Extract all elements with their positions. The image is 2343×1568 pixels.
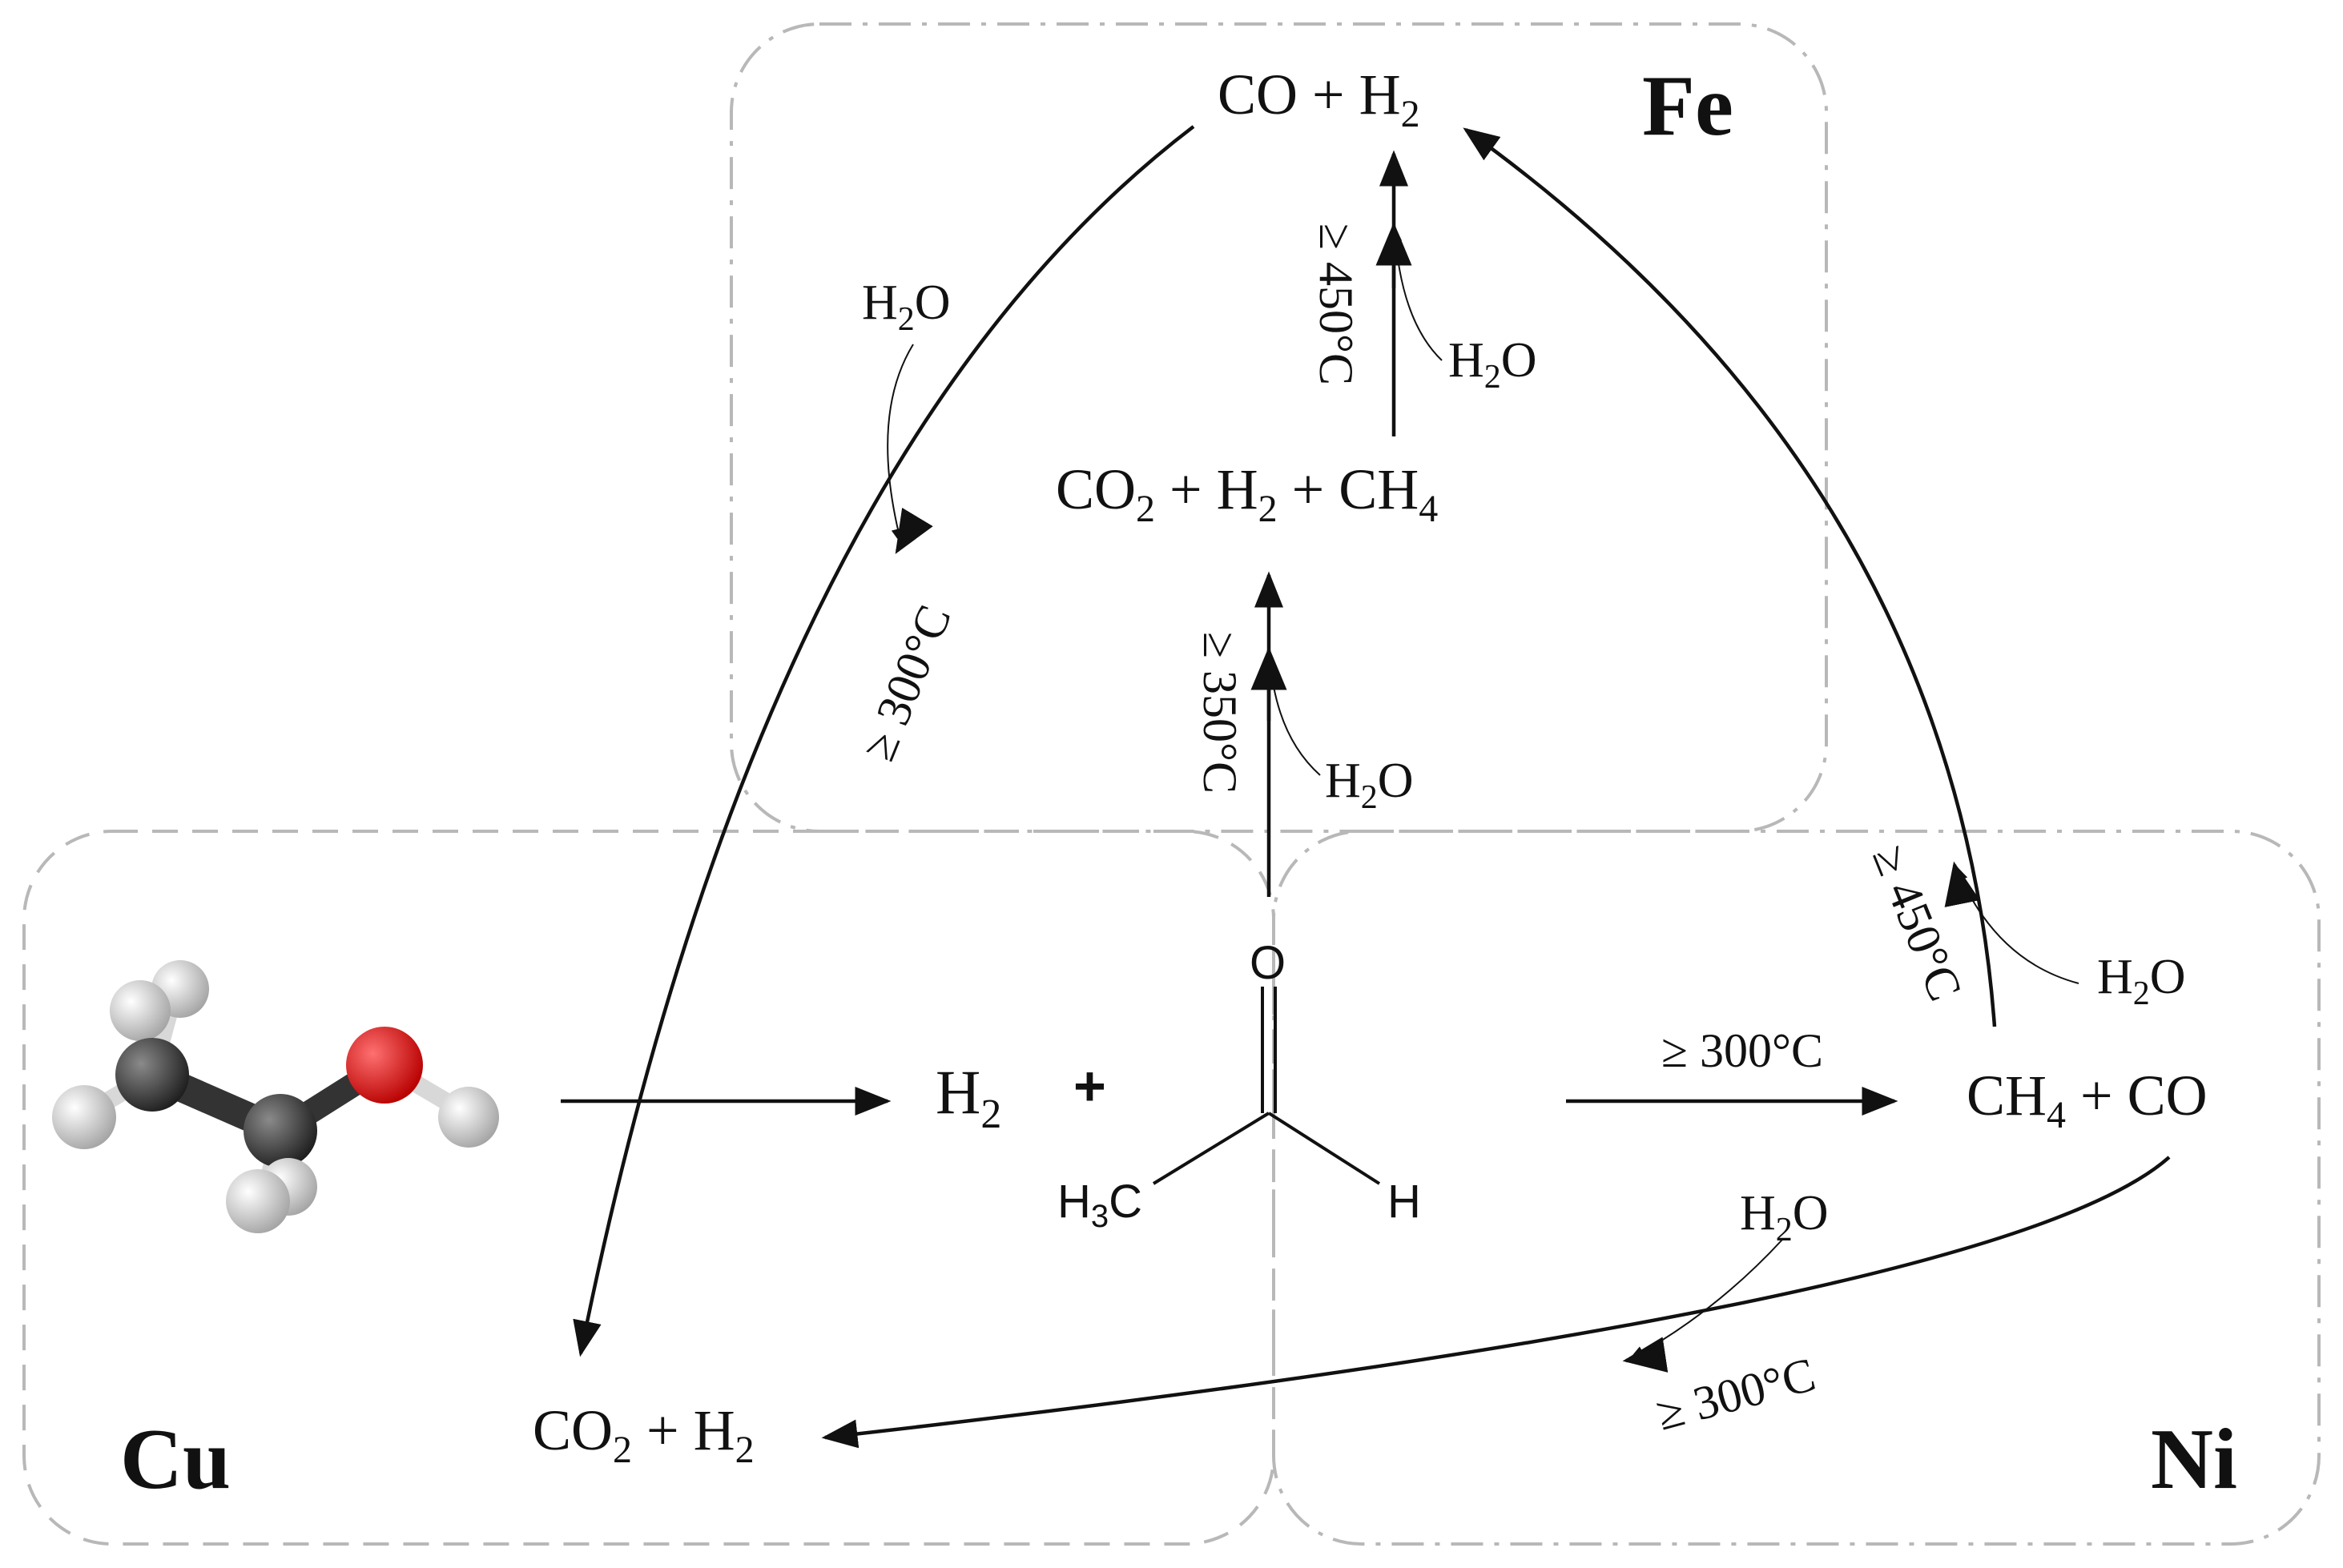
methyl-group: H3C: [1057, 1176, 1142, 1234]
water-label-left: H2O: [862, 275, 951, 338]
plus-sign: +: [1073, 1055, 1106, 1117]
water-label-fe: H2O: [1448, 333, 1537, 396]
acetaldehyde-structure: O H3C H: [1057, 937, 1421, 1234]
water-label-right: H2O: [2097, 950, 2186, 1012]
carbonyl-oxygen: O: [1250, 937, 1286, 989]
cu-label: Cu: [120, 1412, 231, 1507]
condition-bottom-curve: ≥ 300°C: [1651, 1348, 1821, 1441]
h2-product: H2: [936, 1057, 1001, 1137]
co2-h2-bottom: CO2 + H2: [533, 1398, 755, 1471]
hydrogen-atom: [52, 1085, 116, 1149]
co2-h2-ch4: CO2 + H2 + CH4: [1056, 457, 1438, 530]
water-feed-bottom: [1628, 1239, 1783, 1360]
co-h2-top: CO + H2: [1218, 62, 1420, 135]
hydrogen-atom: [110, 980, 171, 1041]
condition-right-curve: ≥ 450°C: [1862, 838, 1972, 1008]
fe-region: [730, 22, 1828, 833]
arrow-bottom-curve-mid: [1622, 1337, 1669, 1373]
water-feed-center: [1264, 653, 1321, 776]
oxygen-atom: [346, 1027, 423, 1104]
condition-left-curve: ≥ 300°C: [851, 598, 961, 768]
arrow-left-curve-mid: [895, 507, 933, 554]
aldehyde-hydrogen: H: [1387, 1176, 1421, 1228]
water-label-center: H2O: [1325, 754, 1414, 816]
cu-region: [22, 830, 1275, 1546]
condition-fe-vertical: ≥ 450°C: [1310, 223, 1363, 385]
carbon-atom: [244, 1094, 317, 1168]
condition-right-horizontal: ≥ 300°C: [1661, 1024, 1823, 1077]
hydrogen-atom: [226, 1169, 290, 1233]
ch4-co: CH4 + CO: [1967, 1063, 2208, 1136]
water-feed-right: [1955, 865, 2079, 984]
ni-region: [1272, 830, 2321, 1546]
arrow-bottom-curve: [821, 1156, 2171, 1449]
condition-center-vertical: ≥ 350°C: [1194, 632, 1246, 794]
water-feed-fe: [1389, 225, 1443, 361]
water-label-bottom: H2O: [1740, 1186, 1829, 1248]
fe-label: Fe: [1642, 58, 1733, 154]
water-feed-left: [887, 344, 914, 545]
ni-label: Ni: [2151, 1412, 2237, 1507]
carbon-atom: [115, 1038, 189, 1112]
ethanol-molecule: [52, 960, 499, 1233]
hydrogen-atom: [438, 1087, 499, 1148]
arrow-left-curve: [573, 125, 1195, 1357]
